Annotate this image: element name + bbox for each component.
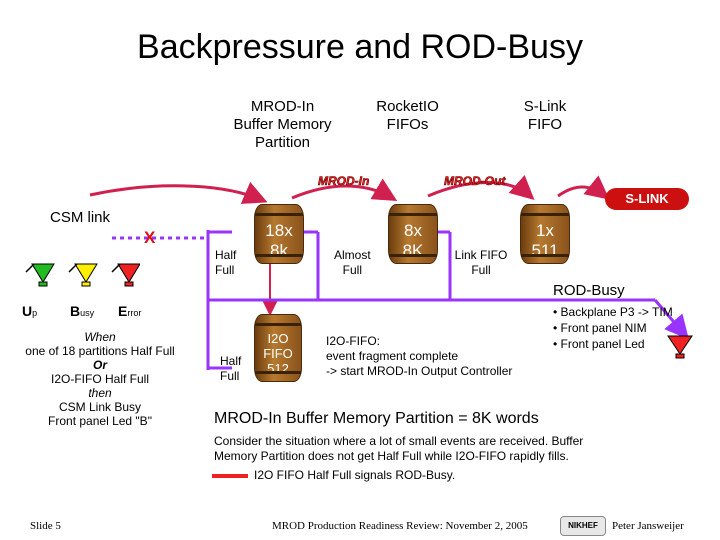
- partition-heading: MROD-In Buffer Memory Partition = 8K wor…: [214, 410, 539, 427]
- led-error-icon: [111, 263, 140, 287]
- i2o-fifo-barrel: I2O FIFO 512: [254, 314, 302, 382]
- almost-full-label: Almost Full: [334, 248, 371, 277]
- rod-busy-label: ROD-Busy: [553, 282, 625, 299]
- led-up-icon: [25, 263, 55, 287]
- led-error-label: Error: [118, 303, 142, 319]
- flow-label-mrod-in: MROD-In: [318, 174, 370, 189]
- led-up-label: Up: [22, 303, 38, 319]
- slink-logo: S-LINK: [605, 188, 689, 210]
- header-slink: S-Link FIFO: [523, 98, 567, 133]
- front-panel-led-icon: [667, 335, 693, 359]
- footer-author: Peter Jansweijer: [612, 520, 684, 532]
- rod-busy-targets-list: • Backplane P3 -> TIM • Front panel NIM …: [553, 305, 673, 351]
- flow-arrow-in: [89, 181, 268, 204]
- busy-line-to-led: [653, 299, 689, 340]
- footer-slide-number: Slide 5: [30, 520, 61, 532]
- condition-block: When one of 18 partitions Half Full Or I…: [25, 330, 175, 428]
- header-mrod-in: MROD-In Buffer Memory Partition: [233, 98, 332, 151]
- led-busy-label: Busy: [70, 303, 95, 319]
- slink-barrel: 1x 511: [520, 204, 570, 264]
- csm-link-x-mark: X: [144, 228, 156, 247]
- footer-nikhef-logo: NIKHEF: [560, 516, 606, 536]
- legend-text: I2O FIFO Half Full signals ROD-Busy.: [254, 468, 456, 482]
- buffer-barrel: 18x 8k: [254, 204, 304, 264]
- header-rocketio: RocketIO FIFOs: [376, 98, 439, 133]
- footer-center-text: MROD Production Readiness Review: Novemb…: [272, 520, 528, 532]
- flow-arrow-out: [427, 175, 535, 201]
- flow-arrow-logo: [557, 175, 610, 200]
- half-full-label-buffer: Half Full: [215, 248, 237, 277]
- flow-arrow-mid: [291, 178, 398, 202]
- led-indicators: [25, 263, 140, 287]
- rocketio-barrel: 8x 8K: [388, 204, 438, 264]
- csm-link-label: CSM link: [50, 209, 111, 226]
- half-full-label-i2o: Half Full: [220, 354, 242, 383]
- flow-label-mrod-out: MROD-Out: [444, 174, 506, 189]
- led-busy-icon: [68, 263, 98, 287]
- explanation-paragraph: Consider the situation where a lot of sm…: [214, 434, 584, 463]
- i2o-fifo-note: I2O-FIFO: event fragment complete -> sta…: [326, 334, 513, 378]
- slide-title: Backpressure and ROD-Busy: [137, 28, 583, 66]
- link-fifo-full-label: Link FIFO Full: [454, 248, 508, 277]
